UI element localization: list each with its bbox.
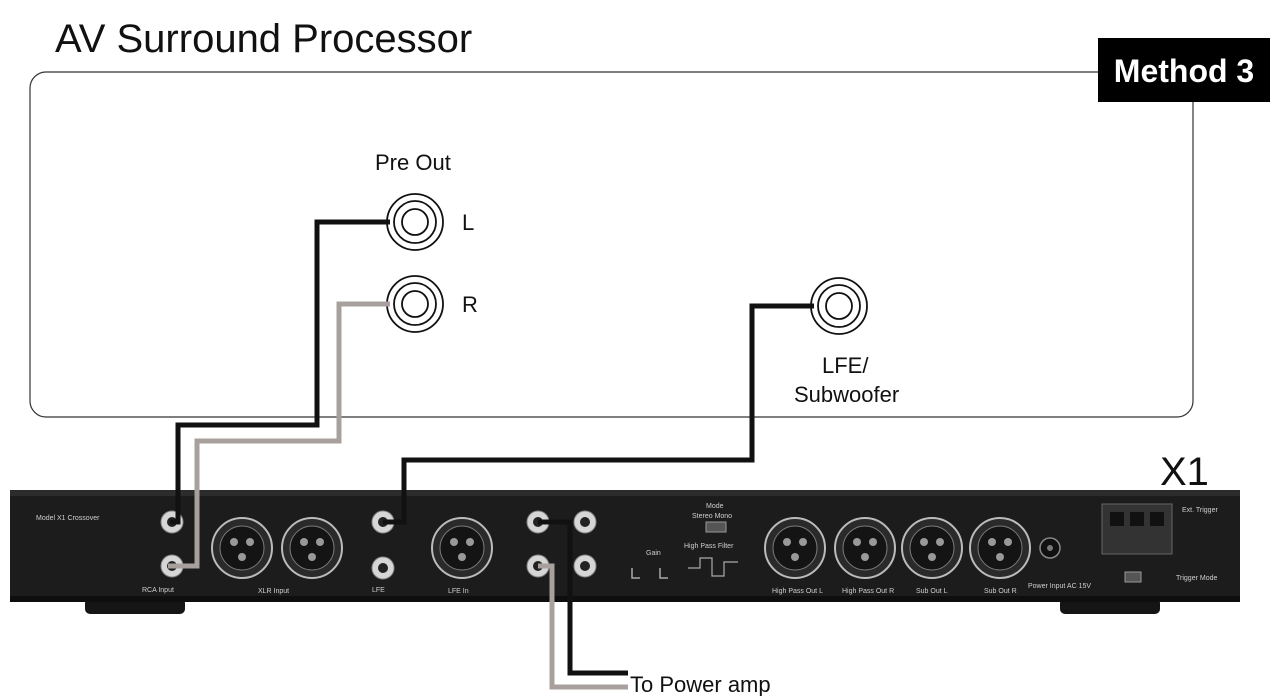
xlr-out-label-4: Sub Out R	[984, 588, 1017, 595]
cable-right-channel	[168, 301, 390, 569]
lfe-in-label: LFE In	[448, 588, 469, 595]
to-power-amp-label: To Power amp	[630, 672, 771, 696]
gain-label: Gain	[646, 550, 661, 557]
xlr-out-label-2: High Pass Out R	[842, 588, 894, 595]
xlr-input-left-connector	[211, 517, 273, 579]
processor-outline	[29, 71, 1194, 418]
lfe-in-xlr-connector	[431, 517, 493, 579]
gain-right-knob-icon	[659, 568, 668, 579]
xlr-out-sub-left	[901, 517, 963, 579]
xlr-out-sub-right	[969, 517, 1031, 579]
cable-lfe-subwoofer	[383, 303, 814, 525]
lfe-jack-label: LFE	[372, 587, 385, 594]
trigger-label: Ext. Trigger	[1182, 507, 1218, 514]
crossover-rear-panel: Model X1 Crossover RCA Input XLR Input	[10, 490, 1240, 614]
xlr-input-label: XLR Input	[258, 588, 289, 595]
lfe-label-line2: Subwoofer	[794, 382, 899, 407]
method-badge: Method 3	[1114, 53, 1254, 89]
trigger-mode-switch[interactable]	[1124, 571, 1142, 583]
mode-switch[interactable]	[705, 521, 727, 533]
model-text: Model X1 Crossover	[36, 515, 100, 522]
lfe-subwoofer-jack	[810, 277, 868, 335]
pre-out-left-jack	[386, 193, 444, 251]
mode-label: Mode	[706, 503, 724, 510]
sub-out-right-jack	[573, 554, 597, 578]
pre-out-label: Pre Out	[375, 150, 451, 175]
left-channel-label: L	[462, 210, 474, 235]
xlr-out-label-3: Sub Out L	[916, 588, 948, 595]
sub-out-left-jack	[573, 510, 597, 534]
power-input-jack	[1039, 537, 1061, 559]
rca-input-label: RCA Input	[142, 587, 174, 594]
gain-left-knob-icon	[631, 568, 640, 579]
right-channel-label: R	[462, 292, 478, 317]
cable-power-amp-right	[538, 563, 628, 690]
high-pass-filter-label: High Pass Filter	[684, 543, 734, 550]
xlr-out-label-1: High Pass Out L	[772, 588, 823, 595]
lfe-out-rca-jack	[371, 556, 395, 580]
cable-power-amp-left	[538, 519, 628, 676]
cable-left-channel	[170, 219, 390, 525]
xlr-out-high-pass-left	[764, 517, 826, 579]
trigger-mode-label: Trigger Mode	[1176, 575, 1217, 582]
power-input-label: Power Input AC 15V	[1028, 583, 1091, 590]
xlr-out-high-pass-right	[834, 517, 896, 579]
method-badge-bg	[1098, 38, 1270, 102]
trigger-terminal-block	[1101, 503, 1173, 555]
mode-options-label: Stereo Mono	[692, 513, 732, 520]
diagram-title: AV Surround Processor	[55, 17, 472, 61]
cables	[168, 219, 814, 690]
high-pass-switch-icon	[688, 557, 738, 577]
pre-out-right-jack	[386, 275, 444, 333]
device-name: X1	[1160, 450, 1209, 494]
lfe-label-line1: LFE/	[822, 353, 869, 378]
xlr-input-right-connector	[281, 517, 343, 579]
